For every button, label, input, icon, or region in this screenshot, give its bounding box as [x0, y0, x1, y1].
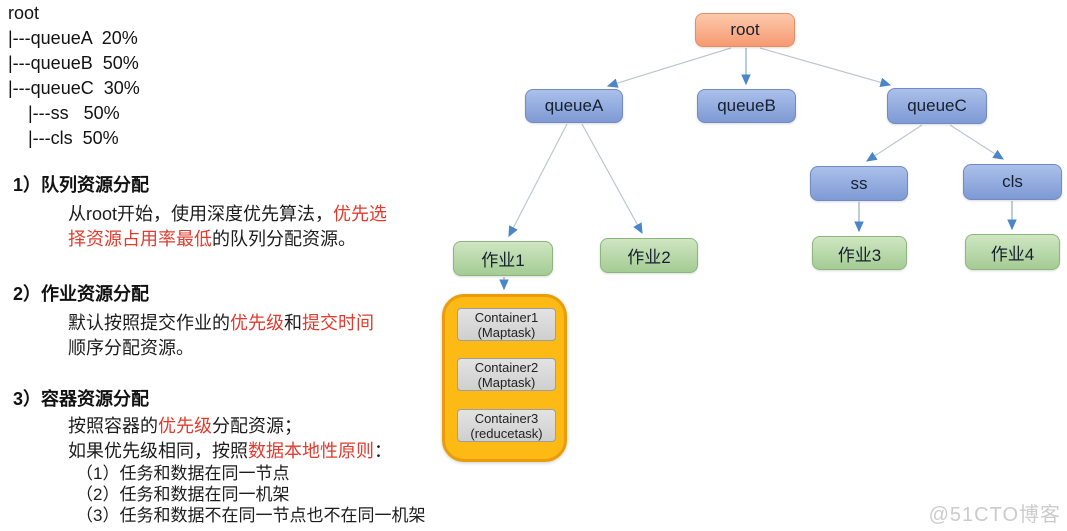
- locality-rule-1: （1）任务和数据在同一节点: [76, 464, 290, 483]
- section-2-and: 和: [284, 313, 302, 333]
- container-1: Container1 (Maptask): [457, 308, 556, 341]
- section-1-text-end: 的队列分配资源。: [212, 229, 356, 249]
- section-3-line1: 按照容器的优先级分配资源；: [68, 414, 448, 439]
- section-2-highlight-time: 提交时间: [302, 313, 374, 333]
- container-3-name: Container3: [474, 410, 539, 426]
- container-2-type: (Maptask): [477, 374, 536, 390]
- node-cls: cls: [963, 164, 1062, 200]
- section-1-body: 从root开始，使用深度优先算法，优先选择资源占用率最低的队列分配资源。: [68, 202, 388, 252]
- section-3-text2-end: ：: [374, 441, 392, 461]
- node-queueA: queueA: [525, 89, 623, 123]
- container-3: Container3 (reducetask): [457, 409, 556, 442]
- container-2-name: Container2: [474, 359, 539, 375]
- section-3-text1-end: 分配资源；: [212, 416, 302, 436]
- section-3-text2: 如果优先级相同，按照: [68, 441, 248, 461]
- node-queueB: queueB: [697, 89, 796, 123]
- locality-rule-3: （3）任务和数据不在同一节点也不在同一机架: [76, 506, 426, 525]
- node-root: root: [695, 13, 795, 47]
- section-3-line2: 如果优先级相同，按照数据本地性原则：: [68, 439, 458, 464]
- section-3-highlight-locality: 数据本地性原则: [248, 441, 374, 461]
- container-2: Container2 (Maptask): [457, 358, 556, 391]
- section-2-body: 默认按照提交作业的优先级和提交时间顺序分配资源。: [68, 311, 390, 361]
- watermark: @51CTO博客: [928, 504, 1061, 526]
- section-1-text: 从root开始，使用深度优先算法，: [68, 204, 334, 224]
- section-1-highlight: 优先选择资源占用率最低: [68, 204, 388, 249]
- container-3-type: (reducetask): [470, 425, 543, 441]
- container-group: Container1 (Maptask) Container2 (Maptask…: [442, 294, 567, 462]
- node-job3: 作业3: [812, 236, 907, 270]
- section-3-text1: 按照容器的: [68, 416, 158, 436]
- section-2-heading: 2）作业资源分配: [13, 284, 150, 304]
- section-2-highlight-priority: 优先级: [230, 313, 284, 333]
- queue-config-text: root |---queueA 20% |---queueB 50% |---q…: [8, 3, 140, 148]
- node-job1: 作业1: [453, 241, 553, 276]
- section-2-text-end: 顺序分配资源。: [68, 338, 194, 358]
- node-queueC: queueC: [887, 88, 987, 124]
- node-job4: 作业4: [965, 234, 1060, 270]
- locality-rule-list: （1）任务和数据在同一节点 （2）任务和数据在同一机架 （3）任务和数据不在同一…: [76, 463, 496, 526]
- section-3-heading: 3）容器资源分配: [13, 389, 150, 409]
- node-job2: 作业2: [600, 238, 698, 273]
- node-ss: ss: [810, 166, 908, 201]
- container-1-type: (Maptask): [477, 324, 536, 340]
- section-1-heading: 1）队列资源分配: [13, 175, 150, 195]
- locality-rule-2: （2）任务和数据在同一机架: [76, 485, 290, 504]
- container-1-name: Container1: [474, 309, 539, 325]
- section-3-highlight-priority: 优先级: [158, 416, 212, 436]
- section-2-text: 默认按照提交作业的: [68, 313, 230, 333]
